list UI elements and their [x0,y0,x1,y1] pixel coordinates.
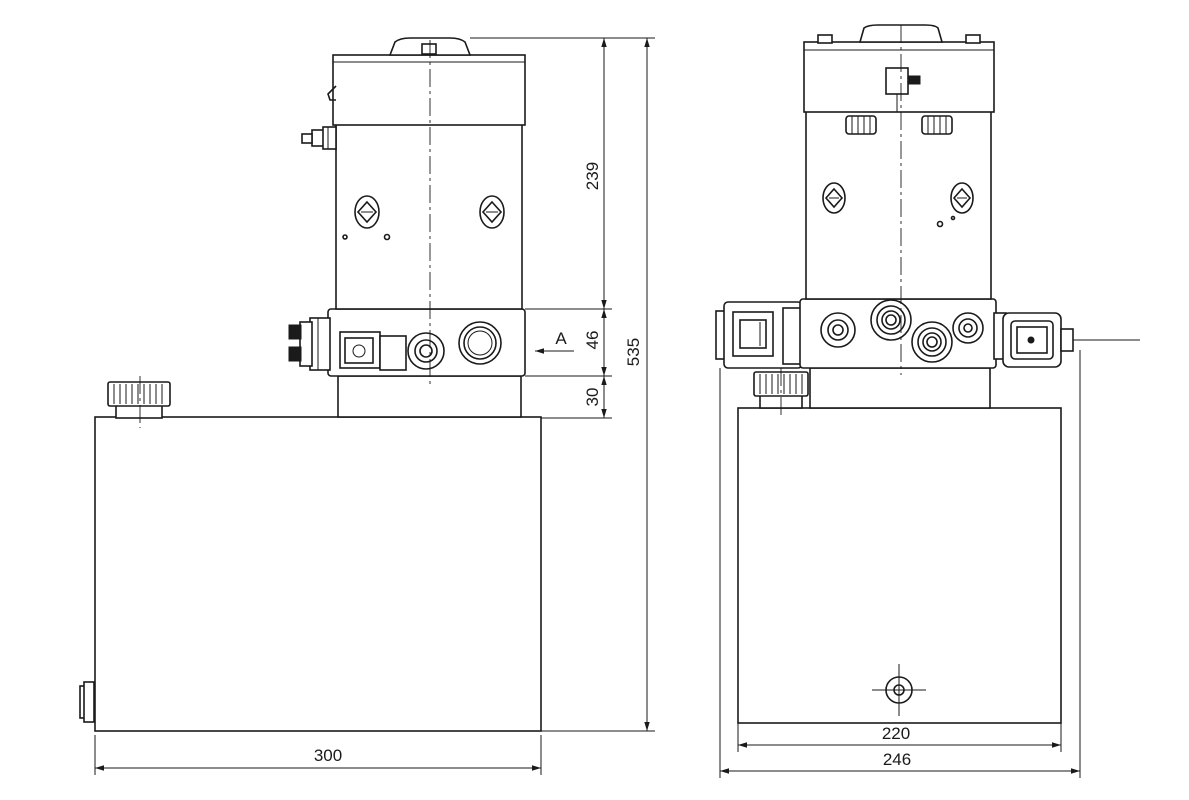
dim-label-246: 246 [883,750,911,769]
front-view [715,24,1140,724]
solenoid-right-front [993,312,1140,368]
dim-label-300: 300 [314,746,342,765]
drain-plug-side [79,681,95,723]
side-view [79,37,542,732]
dim-label-239: 239 [583,162,602,190]
view-label: A [555,329,567,348]
dim-label-46: 46 [583,331,602,350]
dim-label-220: 220 [882,724,910,743]
filler-cap-side [107,376,171,428]
drain-front [872,664,926,716]
solenoid-left-front [715,301,803,369]
filler-cap-front [753,368,809,418]
ports-side [407,321,502,370]
dim-label-30: 30 [583,388,602,407]
front-view-dimensions: 220 246 [719,350,1081,778]
adjusters-front [822,182,974,228]
sensor-front [885,67,921,112]
lifting-lug-side [327,85,337,101]
spacer-side [337,375,522,418]
spacer-front [809,367,991,409]
motor-fittings-front [845,115,953,135]
breather-side [301,126,337,150]
tank-side [94,416,542,732]
top-cover-front [817,24,981,44]
adjusters-side [342,195,505,241]
side-view-dimensions: 239 46 30 535 300 A [94,37,655,775]
dim-label-535: 535 [624,338,643,366]
motor-cap-side [332,54,526,126]
motor-body-side [335,122,523,310]
solenoid-side [339,331,407,371]
fittings-side [288,317,331,371]
